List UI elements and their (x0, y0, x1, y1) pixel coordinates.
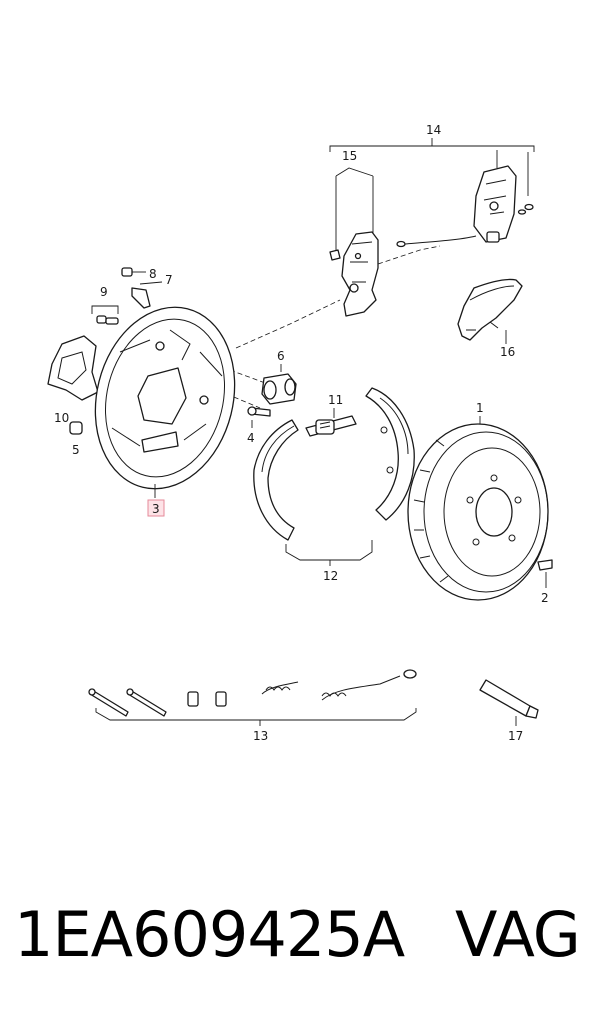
callout-1: 1 (476, 401, 484, 415)
callout-8: 8 (149, 267, 157, 281)
bracket-group-15: 15 (335, 149, 374, 250)
callout-4: 4 (247, 431, 255, 445)
brake-bracket-15 (329, 231, 379, 317)
brake-drum-1: 1 2 (407, 401, 553, 605)
bleeder-7-8-9: 8 7 9 (91, 267, 173, 325)
callout-13: 13 (253, 729, 268, 743)
callout-3: 3 (152, 502, 160, 516)
callout-14: 14 (426, 123, 441, 137)
highlighted-callout-box (147, 499, 165, 517)
part-number: 1EA609425A (14, 898, 405, 971)
backing-plate-3: 3 (94, 306, 236, 517)
parking-brake-actuator-14 (396, 150, 534, 248)
callout-9: 9 (100, 285, 108, 299)
gasket-10: 10 (47, 335, 99, 425)
callout-17: 17 (508, 729, 523, 743)
callout-2: 2 (541, 591, 549, 605)
bolt-4: 4 (247, 406, 271, 445)
callout-11: 11 (328, 393, 343, 407)
wheel-cylinder-6: 6 (261, 349, 297, 405)
callout-10: 10 (54, 411, 69, 425)
brake-shoes-12: 12 (253, 387, 415, 583)
callout-16: 16 (500, 345, 515, 359)
brand-label: VAG (455, 898, 581, 971)
callout-5: 5 (72, 443, 80, 457)
callout-15: 15 (342, 149, 357, 163)
brake-pad-16: 16 (457, 278, 523, 359)
hardware-kit-13: 13 (88, 669, 417, 743)
nut-5: 5 (69, 421, 83, 457)
callout-6: 6 (277, 349, 285, 363)
callout-12: 12 (323, 569, 338, 583)
adjuster-11: 11 (305, 393, 357, 437)
footer: 1EA609425A VAG (0, 890, 600, 980)
callout-7: 7 (165, 273, 173, 287)
grease-tube-17: 17 (479, 679, 539, 743)
bracket-group-14: 14 (329, 123, 535, 152)
